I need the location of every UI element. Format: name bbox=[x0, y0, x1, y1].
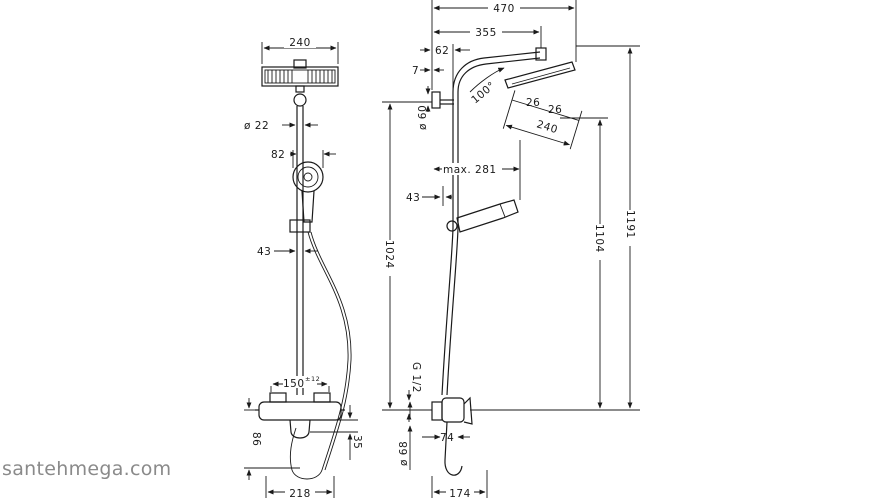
side-slider-offset-label: 43 bbox=[406, 192, 420, 204]
side-arm-offset-label: 62 bbox=[435, 45, 449, 57]
side-valve-depth-label: 174 bbox=[449, 488, 471, 500]
front-valve-spacing-label: 150 bbox=[283, 378, 305, 390]
side-mixer bbox=[431, 396, 473, 476]
side-shower-arm bbox=[452, 51, 541, 93]
side-valve-to-top-label: 1191 bbox=[624, 210, 636, 239]
front-view: 240 ø 22 82 43 150 ±12 86 35 bbox=[244, 36, 363, 500]
front-riser-pipe bbox=[296, 106, 304, 395]
watermark-text: santehmega.com bbox=[2, 458, 172, 480]
side-view: 470 355 62 7 100° 26 26 240 ø 60 bbox=[382, 0, 640, 500]
side-head-offset-b-label: 26 bbox=[548, 104, 562, 116]
front-hand-shower bbox=[292, 161, 324, 223]
side-total-reach-label: 470 bbox=[493, 3, 515, 15]
side-arm-reach-label: 355 bbox=[475, 27, 497, 39]
side-hand-reach-label: max. 281 bbox=[443, 164, 497, 176]
side-valve-to-head-label: 1104 bbox=[593, 224, 605, 253]
side-wall-flange bbox=[431, 91, 454, 109]
side-spout-reach-label: 74 bbox=[440, 432, 454, 444]
side-arm-step-label: 7 bbox=[412, 65, 419, 77]
front-hose bbox=[289, 231, 349, 480]
side-connection-height-label: 1024 bbox=[383, 240, 395, 269]
front-pipe-diameter-label: ø 22 bbox=[244, 120, 269, 132]
front-valve-height-label: 86 bbox=[250, 432, 262, 446]
front-mixer bbox=[255, 392, 345, 439]
side-riser-pipe bbox=[441, 92, 459, 396]
front-hand-shower-width-label: 82 bbox=[271, 149, 285, 161]
side-head-offset-a-label: 26 bbox=[526, 97, 540, 109]
side-escutcheon-diameter-label: ø 68 bbox=[398, 441, 410, 466]
side-overhead-shower-head bbox=[504, 47, 576, 89]
front-head-width-label: 240 bbox=[289, 37, 311, 49]
front-spout-depth-label: 35 bbox=[351, 435, 363, 449]
front-valve-tolerance-label: ±12 bbox=[305, 375, 320, 383]
side-flange-diameter-label: ø 60 bbox=[417, 105, 429, 130]
side-angle-label: 100° bbox=[469, 80, 498, 107]
front-arm-joint bbox=[293, 93, 307, 107]
front-slider bbox=[289, 219, 311, 233]
front-total-width-label: 218 bbox=[289, 488, 311, 500]
front-slider-offset-label: 43 bbox=[257, 246, 271, 258]
front-overhead-shower-head bbox=[261, 59, 339, 93]
side-thread-label: G 1/2 bbox=[410, 362, 422, 393]
side-hand-shower bbox=[446, 199, 519, 233]
